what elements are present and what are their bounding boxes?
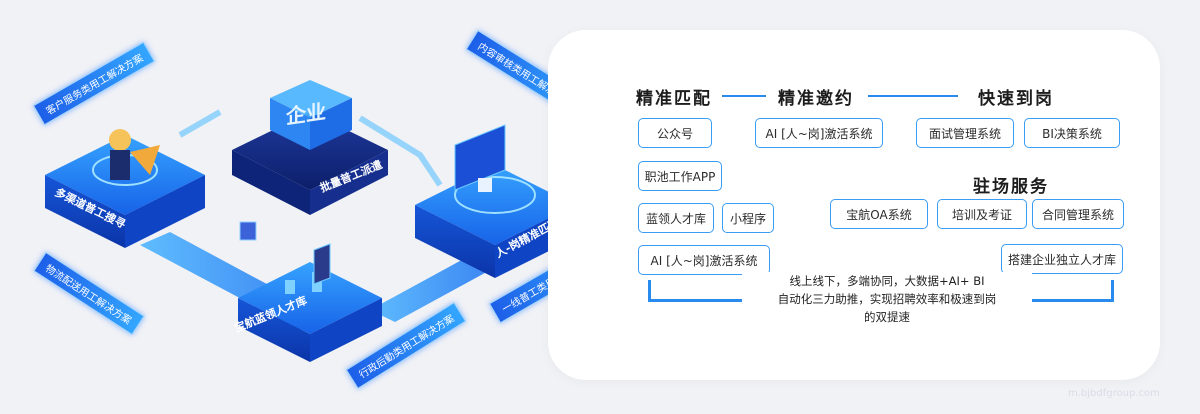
summary-line-1: 线上线下，多端协同，大数据+AI+ BI — [789, 274, 985, 288]
tag-bi: BI决策系统 — [1024, 118, 1120, 148]
step-match: 精准匹配 — [636, 89, 712, 109]
tag-independent-pool: 搭建企业独立人才库 — [1001, 244, 1123, 274]
tag-ai-activate-top: AI [人~岗]激活系统 — [755, 118, 883, 148]
tag-mini-program: 小程序 — [722, 203, 774, 233]
watermark: m.bjbdfgroup.com — [1068, 388, 1160, 399]
step-onboard: 快速到岗 — [978, 89, 1054, 109]
tag-job-app: 职池工作APP — [638, 161, 722, 191]
tag-interview: 面试管理系统 — [916, 118, 1014, 148]
enterprise-block — [232, 80, 388, 215]
tag-training: 培训及考证 — [937, 199, 1027, 229]
step-onsite: 驻场服务 — [973, 177, 1049, 197]
summary-line-3: 的双提速 — [864, 310, 910, 324]
connector-line-1 — [722, 95, 766, 97]
tag-public-account: 公众号 — [638, 118, 712, 148]
summary-line-2: 自动化三力助推，实现招聘效率和极速到岗 — [777, 292, 997, 306]
enterprise-label: 企业 — [286, 99, 326, 129]
tag-ai-activate-left: AI [人~岗]激活系统 — [638, 245, 770, 275]
connector-pool-match — [370, 250, 505, 322]
platform-diagram: 企业 批量普工派遣 多渠道普工搜寻 人-岗精准匹配与邀约 宝航蓝领人才库 客户服… — [32, 29, 612, 390]
pool-platform — [238, 243, 382, 362]
tag-oa: 宝航OA系统 — [830, 199, 928, 229]
summary-text: 线上线下，多端协同，大数据+AI+ BI 自动化三力助推，实现招聘效率和极速到岗… — [742, 272, 1032, 326]
step-invite: 精准邀约 — [778, 89, 854, 109]
tag-talent-pool: 蓝领人才库 — [638, 203, 714, 233]
tag-contract: 合同管理系统 — [1032, 199, 1124, 229]
search-platform — [45, 129, 205, 248]
connector-line-2 — [868, 95, 958, 97]
